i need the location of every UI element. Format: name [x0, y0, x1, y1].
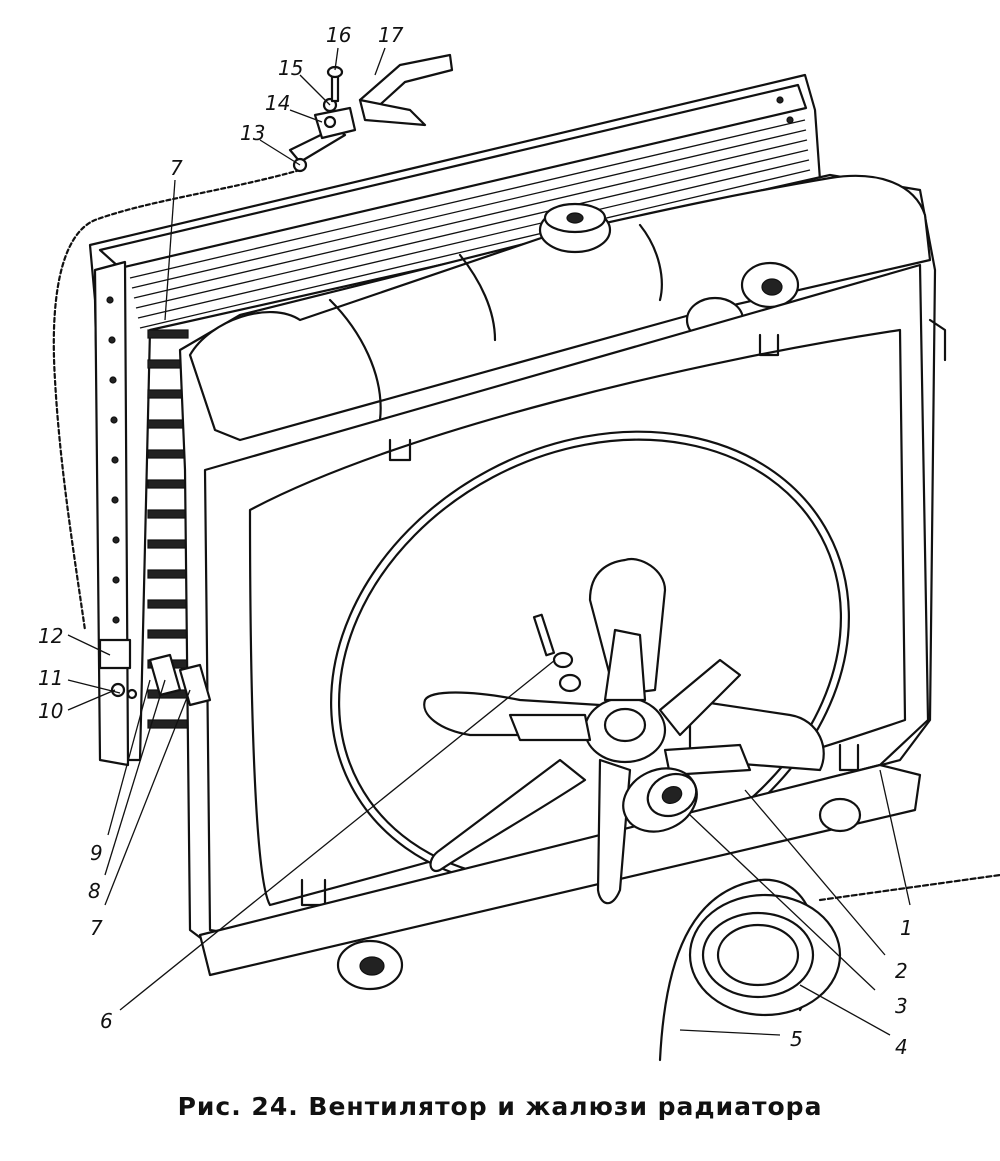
fan-shroud	[198, 263, 947, 991]
leader-lines	[67, 47, 911, 1036]
label-17: 17	[378, 23, 404, 47]
label-14: 14	[265, 91, 290, 115]
label-7-top: 7	[170, 156, 183, 180]
radiator-fan-diagram: 1 2 3 4 5 6 7 7 8 9 10 11 12 13 14 15 16…	[38, 23, 1000, 1062]
label-4: 4	[895, 1035, 908, 1059]
label-15: 15	[278, 56, 303, 80]
label-6: 6	[100, 1009, 113, 1033]
louver-control-lever	[288, 53, 454, 173]
label-3: 3	[895, 994, 908, 1018]
label-11: 11	[38, 666, 63, 690]
label-12: 12	[38, 624, 63, 648]
pulley-ring	[658, 873, 1000, 1062]
rivets	[106, 96, 794, 624]
label-13: 13	[240, 121, 265, 145]
fan-assembly	[423, 557, 825, 905]
label-1: 1	[900, 916, 913, 940]
label-16: 16	[326, 23, 351, 47]
callout-labels: 1 2 3 4 5 6 7 7 8 9 10 11 12 13 14 15 16…	[38, 23, 913, 1059]
top-louver-slats	[129, 119, 811, 329]
label-5: 5	[790, 1027, 803, 1051]
label-10: 10	[38, 699, 63, 723]
label-2: 2	[895, 959, 908, 983]
label-7-left: 7	[90, 916, 103, 940]
figure-caption: Рис. 24. Вентилятор и жалюзи радиатора	[177, 1092, 823, 1121]
label-9: 9	[90, 841, 103, 865]
louver-control-cable	[52, 168, 302, 632]
label-8: 8	[88, 879, 101, 903]
